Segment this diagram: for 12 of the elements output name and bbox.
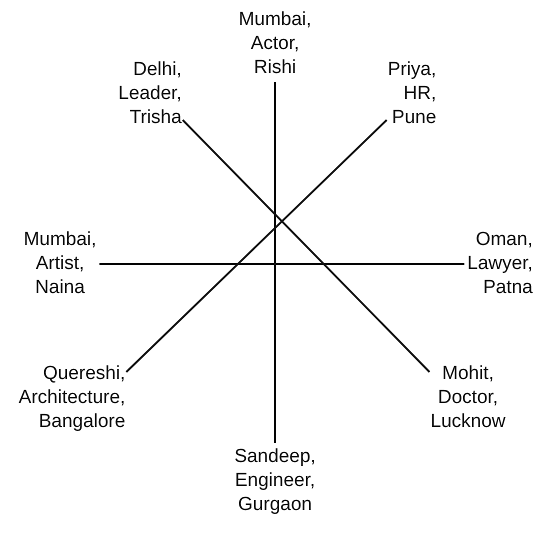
name-label: Quereshi, Architecture, Bangalore [18,362,126,434]
name-label: Mumbai, Artist, Naina [24,228,96,300]
name-label: Delhi, Leader, Trisha [118,58,182,130]
name-label: Mumbai, Actor, Rishi [238,8,312,80]
name-label: Oman, Lawyer, Patna [467,228,533,300]
connector-line [126,119,388,373]
connector-line [99,263,464,265]
name-label: Priya, HR, Pune [388,58,436,130]
connector-line [274,82,276,443]
name-label: Sandeep, Engineer, Gurgaon [234,445,316,517]
connector-line [182,119,430,373]
name-label: Mohit, Doctor, Lucknow [430,362,506,434]
